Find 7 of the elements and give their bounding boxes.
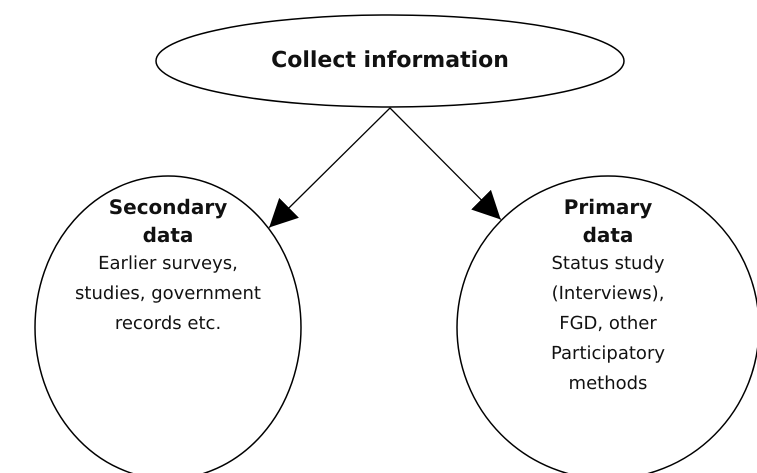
node-title: Secondary data — [108, 194, 228, 249]
node-title: Collect information — [270, 47, 510, 75]
arrow — [268, 108, 390, 228]
node-description: Earlier surveys, studies, government records etc. — [74, 252, 262, 336]
arrow — [390, 108, 502, 220]
node-description: Status study (Interviews), FGD, other Participatory methods — [550, 252, 666, 396]
node-title: Primary data — [562, 194, 654, 249]
